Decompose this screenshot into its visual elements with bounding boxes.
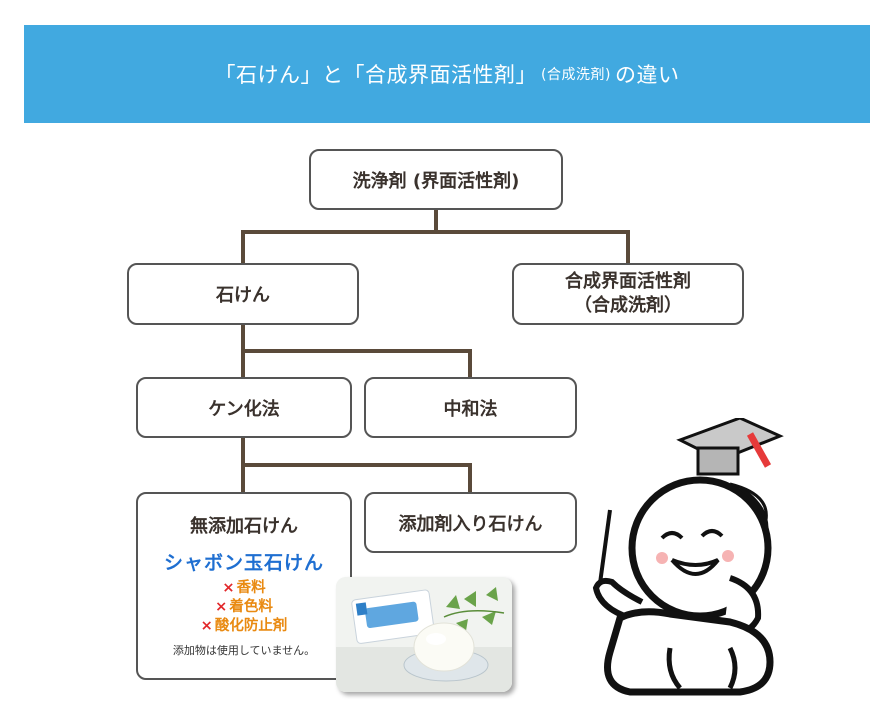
product-name: シャボン玉石けん: [163, 552, 324, 574]
excluded-item: ×酸化防止剤: [200, 618, 288, 634]
node-cleanser-label: 洗浄剤 (界面活性剤): [352, 170, 520, 192]
x-mark-icon: ×: [222, 580, 235, 596]
soap-product-photo: [336, 577, 512, 692]
node-additive-free: 無添加石けん シャボン玉石けん ×香料 ×着色料 ×酸化防止剤 添加物は使用して…: [136, 492, 352, 680]
x-mark-icon: ×: [215, 599, 228, 615]
node-synthetic-line2: （合成洗剤）: [574, 295, 682, 316]
node-synthetic: 合成界面活性剤 （合成洗剤）: [512, 263, 744, 325]
additive-note: 添加物は使用していません。: [172, 644, 316, 657]
x-mark-icon: ×: [200, 618, 213, 634]
node-soap: 石けん: [127, 263, 359, 325]
node-with-additives: 添加剤入り石けん: [364, 492, 577, 553]
node-with-additives-label: 添加剤入り石けん: [398, 513, 543, 535]
node-neutralization-label: 中和法: [443, 398, 498, 420]
soap-photo-illustration: [336, 577, 512, 692]
node-cleanser: 洗浄剤 (界面活性剤): [309, 149, 563, 210]
excluded-item: ×着色料: [215, 599, 273, 615]
node-synthetic-line1: 合成界面活性剤: [565, 271, 691, 292]
node-saponification-label: ケン化法: [208, 398, 280, 420]
title-main: 「石けん」と「合成界面活性剤」: [214, 63, 538, 87]
title-banner: 「石けん」と「合成界面活性剤」 (合成洗剤) の違い: [24, 25, 870, 123]
node-saponification: ケン化法: [136, 377, 352, 438]
title-small: (合成洗剤): [541, 67, 611, 83]
title-end: の違い: [614, 63, 680, 87]
professor-mascot-icon: [592, 418, 784, 696]
node-additive-free-label: 無添加石けん: [190, 516, 298, 537]
excluded-item: ×香料: [222, 580, 266, 596]
node-neutralization: 中和法: [364, 377, 577, 438]
node-soap-label: 石けん: [216, 285, 270, 306]
